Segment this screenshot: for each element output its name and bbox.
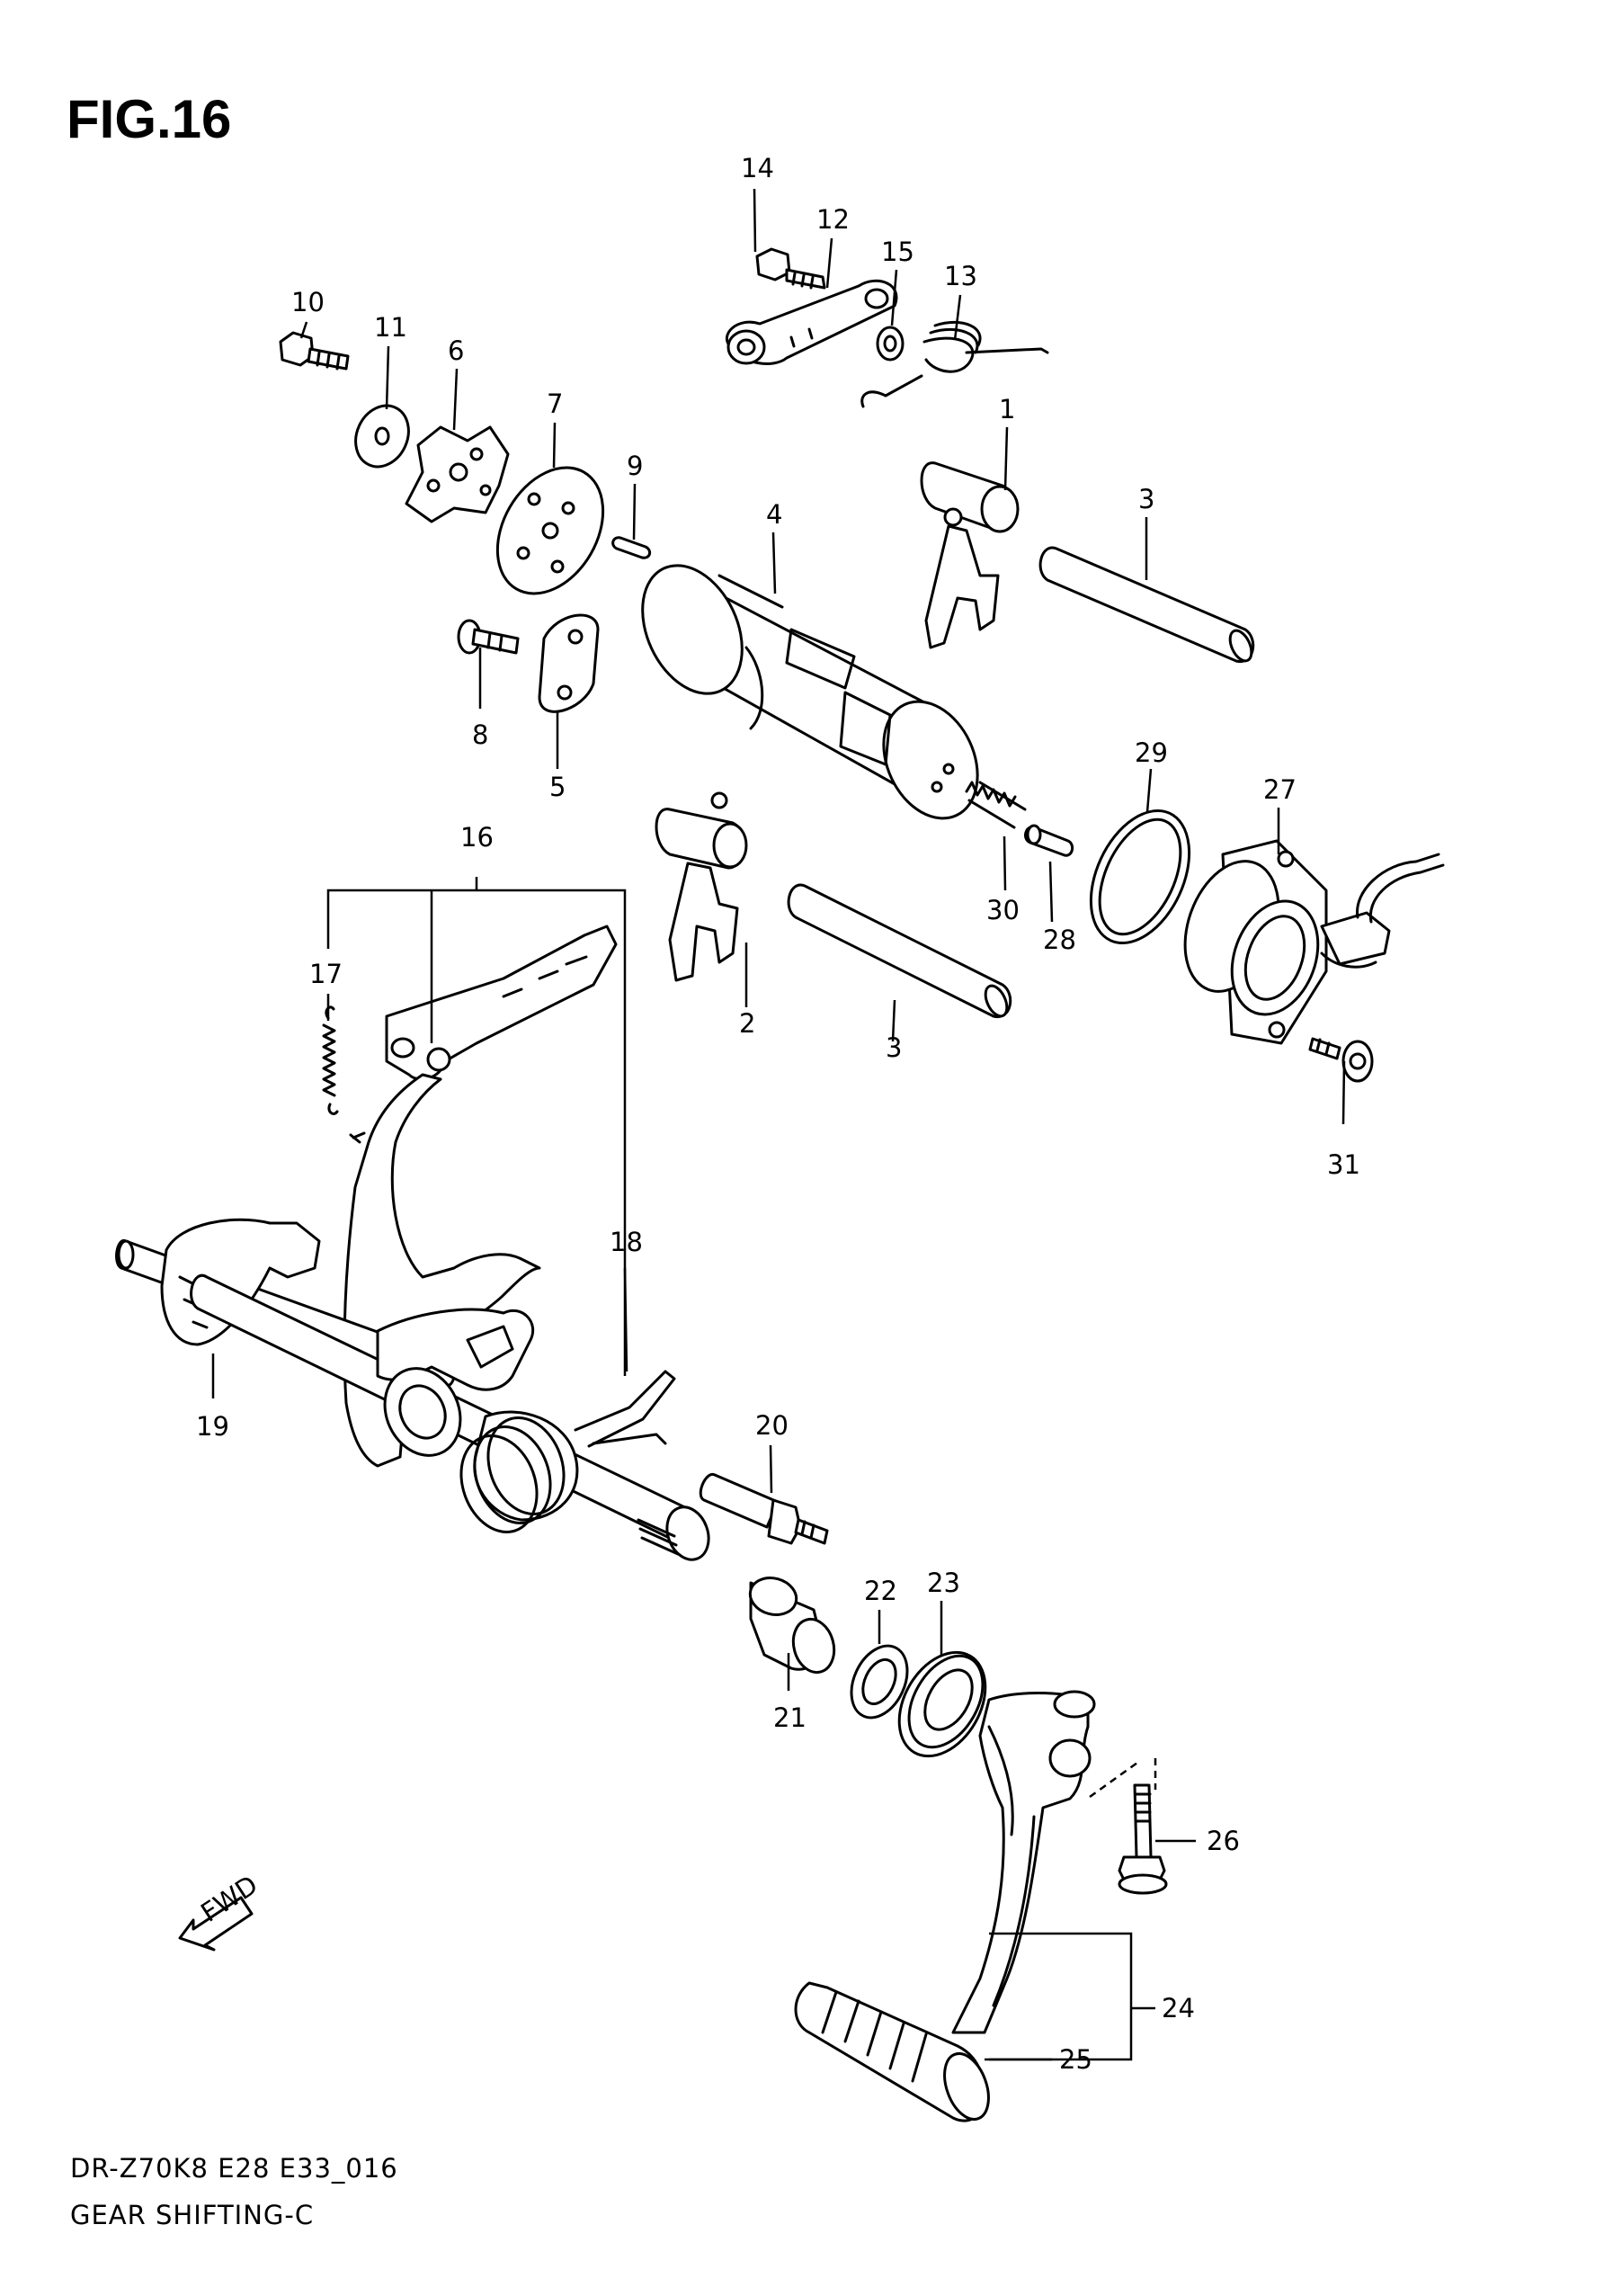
part-26-bolt <box>1118 1783 1168 1895</box>
callout-12: 12 <box>816 204 850 235</box>
callout-25: 25 <box>1059 2044 1092 2075</box>
callout-17: 17 <box>309 959 343 989</box>
callout-19: 19 <box>196 1411 229 1442</box>
part-27-switch <box>1183 839 1445 1045</box>
callout-14: 14 <box>741 153 774 183</box>
callout-24: 24 <box>1162 1993 1195 2024</box>
part-9-pin <box>611 536 652 559</box>
leader-lines <box>211 188 1346 2061</box>
part-20-bolt <box>699 1473 829 1545</box>
callout-18: 18 <box>610 1227 643 1257</box>
part-22-washer <box>850 1644 909 1720</box>
callout-1: 1 <box>999 394 1015 424</box>
part-2-shift-fork <box>655 791 748 982</box>
callout-27: 27 <box>1263 774 1297 805</box>
callout-31: 31 <box>1327 1149 1360 1180</box>
callout-15: 15 <box>881 237 914 267</box>
part-8-screw <box>457 619 520 655</box>
callout-28: 28 <box>1043 925 1076 955</box>
part-21-bushing <box>748 1577 836 1675</box>
fwd-arrow-icon <box>178 1896 254 1952</box>
callout-4: 4 <box>766 499 782 530</box>
callout-3-lower: 3 <box>886 1032 902 1063</box>
part-12-arm <box>725 279 898 365</box>
callout-29: 29 <box>1135 737 1168 768</box>
part-28-pin <box>1024 824 1074 857</box>
part-1-shift-fork <box>920 461 1020 649</box>
callout-22: 22 <box>864 1576 897 1606</box>
part-10-bolt <box>279 331 350 371</box>
part-23-oil-seal <box>897 1650 987 1758</box>
part-7-cam-plate <box>495 466 605 595</box>
callout-21: 21 <box>773 1702 807 1733</box>
diagram-name: GEAR SHIFTING-C <box>70 2200 315 2230</box>
part-5-plate <box>538 613 600 713</box>
callout-30: 30 <box>986 895 1020 925</box>
callout-labels: 14 12 15 13 10 11 6 7 9 4 1 3 8 5 29 27 … <box>195 153 1360 2075</box>
callout-7: 7 <box>547 389 563 419</box>
part-31-screw <box>1308 1037 1374 1083</box>
part-14-bolt <box>755 247 826 290</box>
part-30-spring <box>965 781 1027 829</box>
callout-9: 9 <box>627 451 643 481</box>
callout-2: 2 <box>739 1008 755 1039</box>
callout-13: 13 <box>944 261 977 291</box>
callout-16: 16 <box>460 822 494 853</box>
part-24-shift-lever <box>951 1690 1096 2034</box>
callout-6: 6 <box>448 335 464 366</box>
callout-11: 11 <box>374 312 407 343</box>
part-6-plate <box>405 425 510 523</box>
part-11-washer <box>354 404 410 469</box>
callout-10: 10 <box>291 287 325 317</box>
part-3-shaft-upper <box>1038 546 1255 663</box>
callout-26: 26 <box>1207 1826 1240 1856</box>
part-15-washer <box>876 326 905 362</box>
part-3-shaft-lower <box>787 883 1012 1018</box>
part-25-lever-rubber <box>794 1981 990 2122</box>
part-17-spring <box>322 1005 339 1115</box>
callout-5: 5 <box>549 772 566 802</box>
part-18-shift-shaft <box>115 1218 710 1561</box>
callout-20: 20 <box>755 1410 789 1441</box>
part-29-o-ring <box>1089 809 1191 945</box>
part-13-spring <box>860 321 1049 408</box>
footer: DR-Z70K8 E28 E33_016 GEAR SHIFTING-C <box>70 2145 398 2238</box>
callout-3-upper: 3 <box>1138 484 1154 514</box>
figure-title: FIG.16 <box>67 89 232 149</box>
callout-8: 8 <box>472 719 488 750</box>
diagram-code: DR-Z70K8 E28 E33_016 <box>70 2153 398 2184</box>
callout-23: 23 <box>927 1568 960 1598</box>
part-4-shift-cam <box>641 564 979 820</box>
